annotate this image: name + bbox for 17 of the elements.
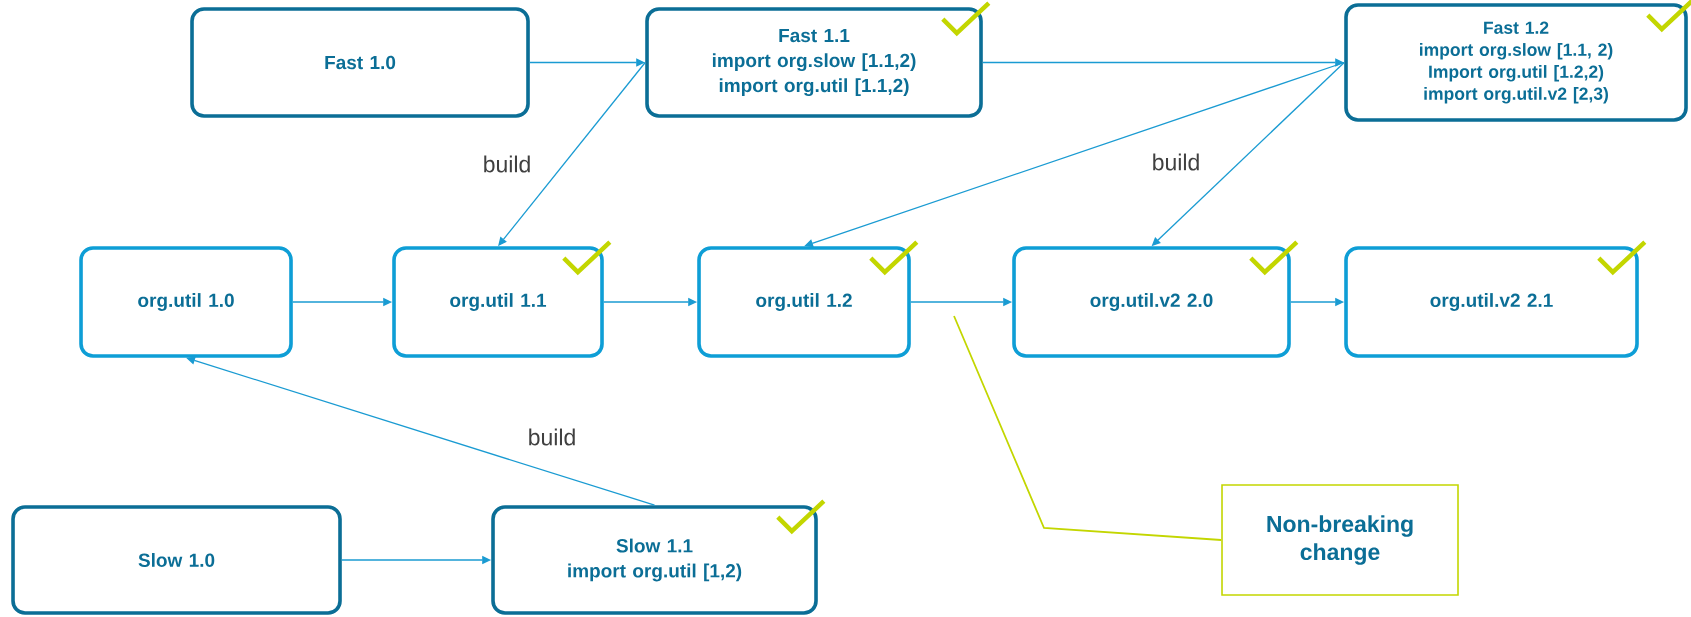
version-box: org.util 1.2	[697, 246, 911, 358]
version-box: org.util.v2 2.0	[1012, 246, 1291, 358]
version-box: Slow 1.1 import org.util [1,2)	[491, 505, 818, 615]
edge-label: build	[1149, 151, 1203, 173]
version-box: Slow 1.0	[11, 505, 342, 615]
edge-label: build	[480, 153, 534, 175]
leader-line	[953, 315, 1223, 541]
version-box: Fast 1.0	[190, 7, 530, 118]
edge-label: build	[525, 426, 579, 448]
version-box: org.util 1.1	[392, 246, 604, 358]
version-box: org.util 1.0	[79, 246, 293, 358]
version-box: org.util.v2 2.1	[1344, 246, 1639, 358]
callout-box: Non-breaking change	[1221, 484, 1459, 596]
version-box: Fast 1.1 import org.slow [1.1,2) import org.util [1.1,2)	[645, 7, 983, 118]
arrow	[804, 61, 1345, 248]
version-box: Fast 1.2 import org.slow [1.1, 2) Import org.util [1.2,2) import org.util.v2 [2,3)	[1344, 3, 1688, 122]
arrow	[186, 356, 656, 506]
